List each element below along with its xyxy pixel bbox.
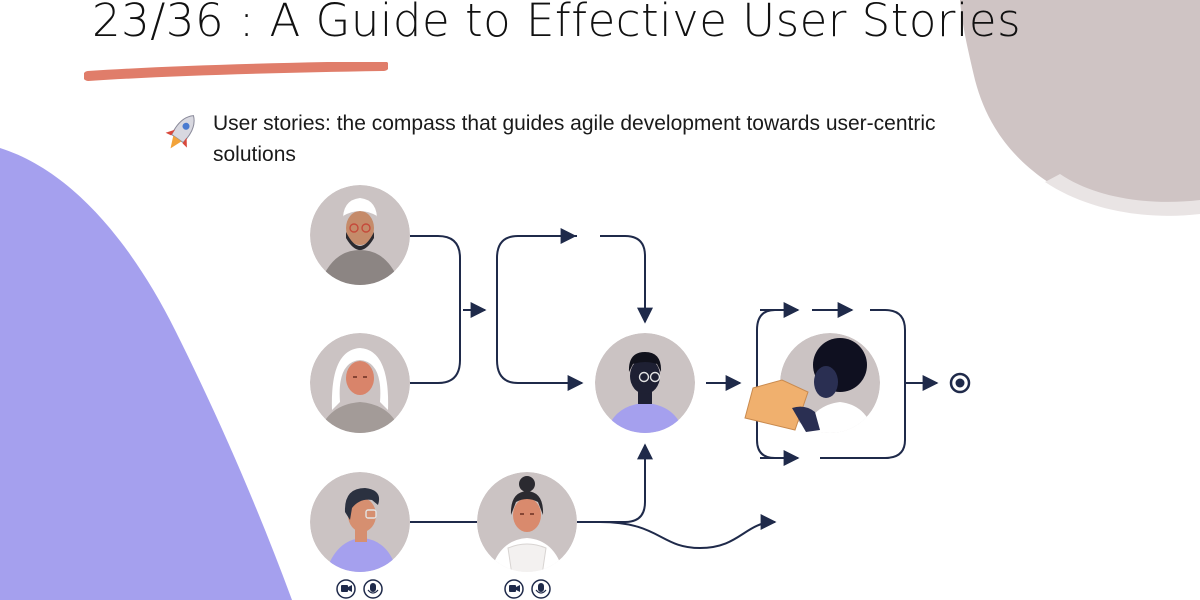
avatar-person-turban	[310, 185, 410, 285]
avatar-person-center	[595, 333, 695, 433]
avatar-person-bun	[477, 472, 577, 572]
page-title: 23/36 : A Guide to Effective User Storie…	[92, 0, 1022, 47]
connector-exit-curve	[599, 514, 777, 550]
target-icon	[949, 372, 971, 394]
subtitle-row: User stories: the compass that guides ag…	[165, 108, 1013, 170]
microphone-icon[interactable]	[363, 579, 383, 599]
purple-blob	[0, 148, 292, 600]
avatar-person-reviewer	[744, 333, 880, 433]
light-blob	[1045, 174, 1200, 216]
rocket-icon	[165, 115, 195, 149]
connector-upper-loop	[496, 235, 584, 391]
connector-turban	[410, 235, 461, 384]
video-camera-icon[interactable]	[336, 579, 356, 599]
reviewer-box-right	[820, 309, 906, 459]
title-underline	[84, 62, 388, 81]
avatar-person-hijab	[310, 333, 410, 433]
taupe-blob	[960, 0, 1200, 213]
subtitle-text: User stories: the compass that guides ag…	[213, 112, 936, 166]
avatar-person-glasses	[310, 472, 410, 572]
flow-lines	[410, 228, 939, 550]
connector-down-arrow	[600, 235, 653, 324]
video-camera-icon[interactable]	[504, 579, 524, 599]
connector-up-arrow	[577, 443, 653, 523]
microphone-icon[interactable]	[531, 579, 551, 599]
